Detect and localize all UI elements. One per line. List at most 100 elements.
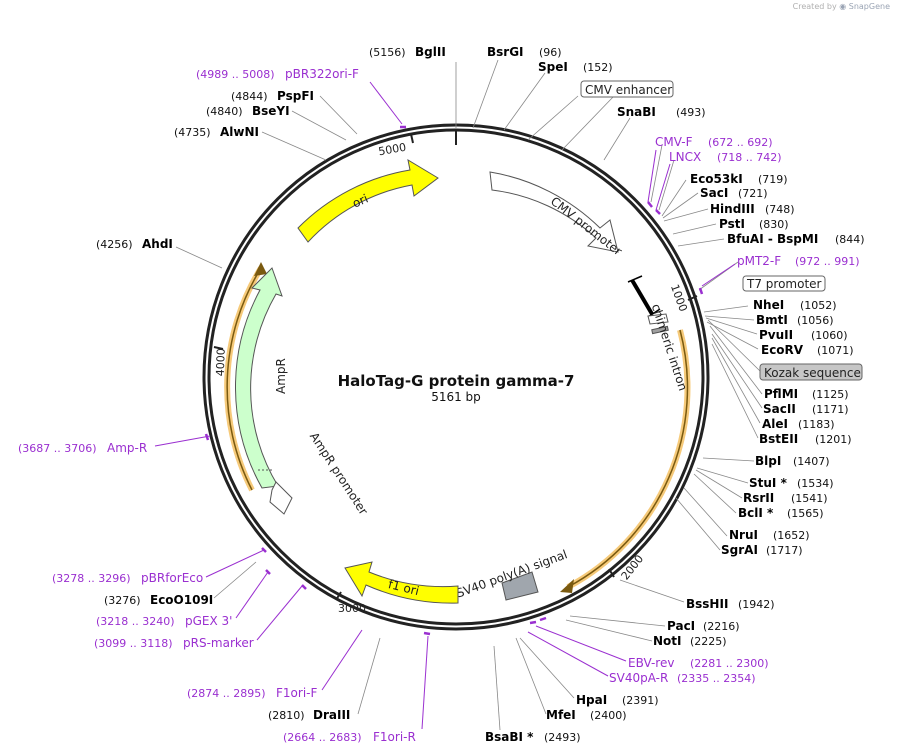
primer-name-pgex3: pGEX 3' (185, 614, 232, 628)
primer-range-amp-r: (3687 .. 3706) (18, 442, 97, 455)
enzyme-pos-bmti: (1056) (797, 314, 834, 327)
primer-range-cmv-f: (672 .. 692) (708, 136, 773, 149)
feature-label-ampr: AmpR (274, 358, 288, 394)
enzyme-name-bfuai: BfuAI - BspMI (727, 232, 818, 246)
feature-block-sv40-polya (501, 571, 539, 601)
primer-name-pbrforeco: pBRforEco (141, 571, 203, 585)
primer-leaders (154, 81, 736, 730)
enzyme-name-sacii: SacII (763, 402, 796, 416)
tick-marks (213, 130, 698, 601)
tick-2000 (608, 568, 615, 578)
feature-arrow-cmv-promoter (489, 171, 619, 253)
enzyme-pos-eco53ki: (719) (758, 173, 788, 186)
enzyme-pos-saci: (721) (738, 187, 768, 200)
primer-range-ebv-rev: (2281 .. 2300) (690, 657, 769, 670)
enzyme-name-blpi: BlpI (755, 454, 781, 468)
enzyme-name-mfei: MfeI (546, 708, 576, 722)
enzyme-name-nhei: NheI (753, 298, 784, 312)
feature-block-kozak (651, 325, 669, 335)
enzyme-pos-mfei: (2400) (590, 709, 627, 722)
primer-range-pgex3: (3218 .. 3240) (96, 615, 175, 628)
enzyme-name-noti: NotI (653, 634, 682, 648)
enzyme-name-bmti: BmtI (756, 313, 788, 327)
enzyme-name-eco53ki: Eco53kI (690, 172, 743, 186)
orf-arc-left-core (226, 267, 262, 491)
enzyme-pos-stui: (1534) (797, 477, 834, 490)
credit-text: Created by ◉ SnapGene (793, 2, 890, 11)
feature-label-boxes: CMV enhancer T7 promoter Kozak sequence (580, 80, 863, 381)
enzyme-name-rsrii: RsrII (743, 491, 774, 505)
primer-range-pmt2-f: (972 .. 991) (795, 255, 860, 268)
enzyme-name-ahdi: AhdI (142, 237, 173, 251)
enzyme-pos-ahdi: (4256) (96, 238, 133, 251)
enzyme-pos-snabi: (493) (676, 106, 706, 119)
feature-arrow-ori (297, 158, 439, 243)
feature-label-t7-promoter: T7 promoter (746, 277, 822, 291)
enzyme-pos-pvuii: (1060) (811, 329, 848, 342)
enzyme-name-bsrgi: BsrGI (487, 45, 524, 59)
enzyme-pos-rsrii: (1541) (791, 492, 828, 505)
orf-arc-right-core (567, 329, 689, 588)
enzyme-name-ecoo109i: EcoO109I (150, 593, 213, 607)
enzyme-name-draiii: DraIII (313, 708, 350, 722)
orf-arc-left-head (254, 262, 267, 276)
feature-arrow-f1-ori (344, 561, 459, 604)
enzyme-labels: (5156) BglII BsrGI (96) SpeI (152) SnaBI… (96, 45, 865, 744)
primer-range-pbr322ori-f: (4989 .. 5008) (196, 68, 275, 81)
enzyme-pos-bsrgi: (96) (539, 46, 562, 59)
primer-range-f1ori-f: (2874 .. 2895) (187, 687, 266, 700)
feature-label-cmv-enhancer: CMV enhancer (585, 83, 672, 97)
primer-name-prs-marker: pRS-marker (183, 636, 254, 650)
tick-label-3000: 3000 (338, 602, 366, 615)
primer-range-lncx: (718 .. 742) (717, 151, 782, 164)
enzyme-pos-hpai: (2391) (622, 694, 659, 707)
enzyme-name-sgrai: SgrAI (721, 543, 758, 557)
tick-5000 (410, 133, 414, 144)
tick-label-4000: 4000 (214, 348, 228, 376)
enzyme-pos-sgrai: (1717) (766, 544, 803, 557)
feature-arrow-t7 (647, 313, 669, 325)
enzyme-pos-bglii: (5156) (369, 46, 406, 59)
enzyme-name-hindiii: HindIII (710, 202, 755, 216)
primer-range-sv40pa-r: (2335 .. 2354) (677, 672, 756, 685)
enzyme-pos-draiii: (2810) (268, 709, 305, 722)
feature-arrow-ampr-promoter (269, 481, 293, 515)
primer-name-pbr322ori-f: pBR322ori-F (285, 67, 359, 81)
enzyme-pos-bsabi: (2493) (544, 731, 581, 744)
enzyme-pos-spei: (152) (583, 61, 613, 74)
primer-name-amp-r: Amp-R (107, 441, 147, 455)
primer-name-f1ori-f: F1ori-F (276, 686, 317, 700)
snapgene-logo: ◉ (839, 2, 847, 11)
feature-label-kozak: Kozak sequence (764, 366, 861, 380)
enzyme-name-ecorv: EcoRV (761, 343, 804, 357)
plasmid-name: HaloTag-G protein gamma-7 (338, 372, 575, 390)
enzyme-pos-blpi: (1407) (793, 455, 830, 468)
tick-4000 (213, 346, 224, 350)
primer-name-lncx: LNCX (669, 150, 701, 164)
enzyme-name-bsshii: BssHII (686, 597, 728, 611)
enzyme-pos-bcli: (1565) (787, 507, 824, 520)
credit-brand: SnapGene (848, 2, 890, 11)
primer-name-pmt2-f: pMT2-F (737, 254, 781, 268)
enzyme-name-psti: PstI (719, 217, 745, 231)
enzyme-name-stui: StuI * (749, 476, 788, 490)
enzyme-pos-pflmi: (1125) (812, 388, 849, 401)
enzyme-name-pspfi: PspFI (277, 89, 314, 103)
enzyme-pos-pspfi: (4844) (231, 90, 268, 103)
primer-range-prs-marker: (3099 .. 3118) (94, 637, 173, 650)
orf-arc-right-head (560, 579, 574, 593)
tick-3000 (335, 591, 342, 601)
tick-1000 (687, 295, 698, 301)
enzyme-pos-ecoo109i: (3276) (104, 594, 141, 607)
feature-label-cmv-promoter: CMV promoter (548, 194, 625, 258)
enzyme-name-bsteii: BstEII (759, 432, 798, 446)
enzyme-name-paci: PacI (667, 619, 695, 633)
enzyme-name-bglii: BglII (415, 45, 446, 59)
tick-label-5000: 5000 (377, 141, 407, 159)
enzyme-pos-bsteii: (1201) (815, 433, 852, 446)
enzyme-name-spei: SpeI (538, 60, 568, 74)
enzyme-pos-nhei: (1052) (800, 299, 837, 312)
enzyme-name-nrui: NruI (729, 528, 758, 542)
feature-mark-chimeric-intron (630, 278, 654, 316)
